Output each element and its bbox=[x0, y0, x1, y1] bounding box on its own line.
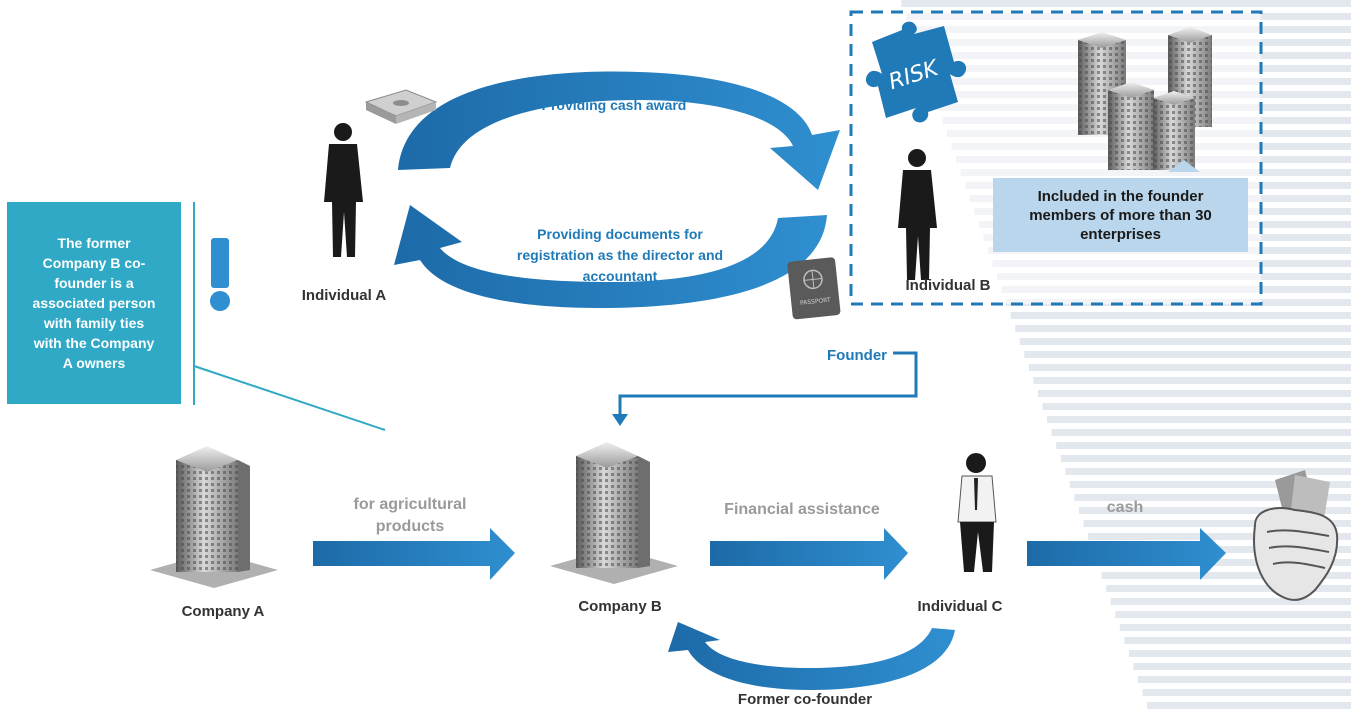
background-stripe bbox=[1065, 468, 1351, 475]
background-stripe bbox=[1010, 312, 1351, 319]
former-cofounder-label: Former co-founder bbox=[737, 691, 873, 708]
background-stripe bbox=[1106, 585, 1351, 592]
background-stripe bbox=[1124, 637, 1351, 644]
financial-assistance-arrow bbox=[710, 528, 908, 580]
risk-puzzle-icon: RISK bbox=[865, 21, 967, 123]
cash-award-label: Providing cash award bbox=[541, 97, 687, 113]
documents-arrow bbox=[394, 205, 827, 309]
background-stripe bbox=[1024, 351, 1351, 358]
background-stripe bbox=[1138, 676, 1351, 683]
background-stripe bbox=[1115, 611, 1351, 618]
founders-line-2: members of more than 30 bbox=[1029, 206, 1212, 224]
individual-c-businessman-icon bbox=[957, 453, 997, 572]
founders-line-1: Included in the founder bbox=[1037, 187, 1204, 205]
cash-award-arrow bbox=[398, 71, 840, 190]
background-stripe bbox=[1056, 442, 1351, 449]
background-stripe bbox=[1060, 455, 1351, 462]
agricultural-line-2: products bbox=[375, 518, 445, 535]
background-stripe bbox=[1019, 338, 1351, 345]
background-stripe bbox=[1088, 533, 1351, 540]
fist-with-money-icon bbox=[1253, 470, 1339, 601]
agricultural-label: for agricultural products bbox=[325, 494, 495, 538]
background-stripe bbox=[1069, 481, 1351, 488]
background-stripe bbox=[1083, 520, 1351, 527]
background-stripe bbox=[1147, 702, 1351, 709]
background-stripe bbox=[1133, 663, 1351, 670]
company-a-building-icon bbox=[150, 446, 278, 588]
background-stripe bbox=[1074, 494, 1351, 501]
documents-line-2: registration as the director and bbox=[516, 247, 724, 263]
founders-line-3: enterprises bbox=[1080, 225, 1161, 243]
background-stripe bbox=[1051, 429, 1351, 436]
associated-person-note: The former Company B co- founder is a as… bbox=[7, 202, 181, 404]
agricultural-line-1: for agricultural bbox=[353, 496, 467, 513]
founder-label: Founder bbox=[827, 347, 887, 364]
note-line-6: with the Company bbox=[33, 335, 155, 351]
background-stripe bbox=[1033, 377, 1351, 384]
building-cluster-icon bbox=[1078, 27, 1212, 172]
documents-line-1: Providing documents for bbox=[537, 226, 703, 242]
background-stripe bbox=[1015, 325, 1351, 332]
background-stripe bbox=[1101, 572, 1351, 579]
agricultural-arrow bbox=[313, 528, 515, 580]
passport-icon: PASSPORT bbox=[787, 257, 841, 320]
individual-a-businessman-icon bbox=[324, 123, 363, 257]
background-stripe bbox=[901, 0, 1351, 7]
documents-label: Providing documents for registration as … bbox=[470, 224, 770, 287]
former-cofounder-arrow bbox=[668, 622, 955, 690]
cash-label: cash bbox=[1106, 499, 1144, 516]
individual-a-label: Individual A bbox=[301, 287, 387, 304]
note-connector-diagonal bbox=[193, 365, 386, 431]
individual-c-label: Individual C bbox=[917, 598, 1003, 615]
note-line-1: The former bbox=[57, 235, 131, 251]
cash-arrow bbox=[1027, 528, 1226, 580]
note-line-3: founder is a bbox=[54, 275, 134, 291]
background-stripe bbox=[1028, 364, 1351, 371]
background-stripe bbox=[1119, 624, 1351, 631]
note-line-5: with family ties bbox=[43, 315, 145, 331]
financial-assistance-label: Financial assistance bbox=[724, 501, 880, 518]
company-b-label: Company B bbox=[578, 598, 662, 615]
documents-line-3: accountant bbox=[582, 268, 658, 284]
founder-members-box: Included in the founder members of more … bbox=[993, 178, 1248, 252]
note-line-4: associated person bbox=[32, 295, 156, 311]
company-b-building-icon bbox=[550, 442, 678, 584]
exclamation-icon bbox=[210, 238, 230, 311]
individual-b-businessman-icon bbox=[898, 149, 937, 280]
founder-arrow bbox=[618, 351, 918, 416]
background-stripe bbox=[1047, 416, 1351, 423]
company-a-label: Company A bbox=[181, 603, 265, 620]
background-stripe bbox=[1110, 598, 1351, 605]
background-stripe bbox=[1142, 689, 1351, 696]
background-stripe bbox=[1128, 650, 1351, 657]
background-stripe bbox=[1037, 390, 1351, 397]
passport-text: PASSPORT bbox=[800, 297, 832, 307]
background-stripe bbox=[1097, 559, 1351, 566]
note-line-2: Company B co- bbox=[42, 255, 146, 271]
founder-arrowhead bbox=[612, 414, 628, 426]
background-stripe bbox=[1042, 403, 1351, 410]
individual-b-label: Individual B bbox=[905, 277, 991, 294]
money-stack-icon bbox=[364, 89, 438, 124]
background-stripe bbox=[1078, 507, 1351, 514]
note-line-7: A owners bbox=[62, 355, 126, 371]
